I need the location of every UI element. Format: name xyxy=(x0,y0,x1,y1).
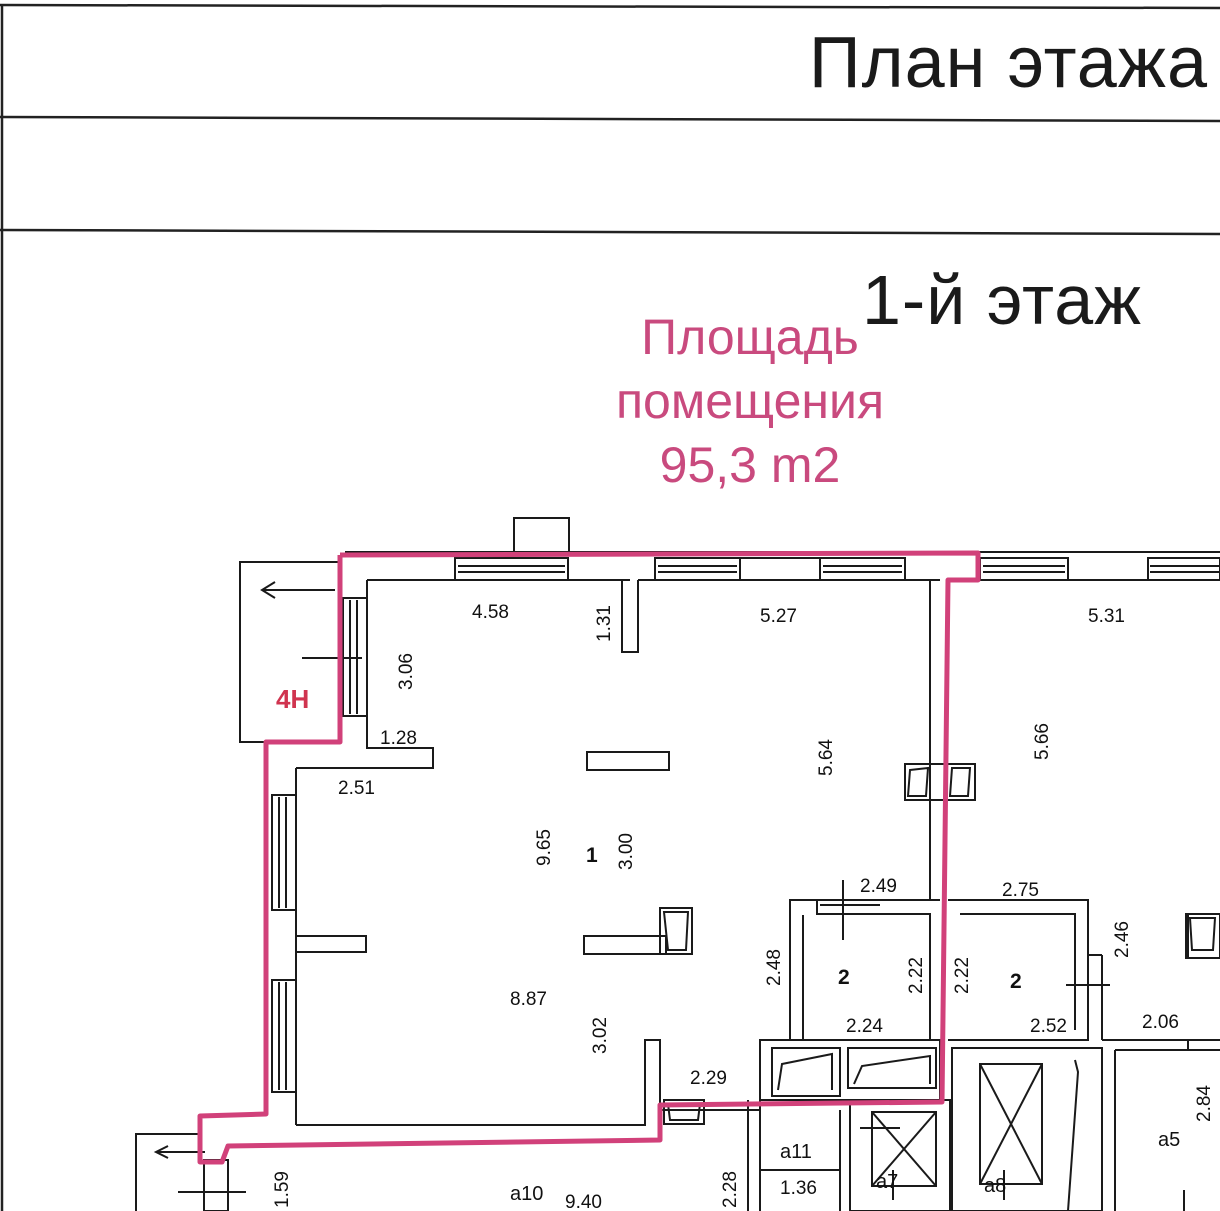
area-annotation: Площадь помещения 95,3 m2 xyxy=(560,305,940,497)
title-band: План этажа xyxy=(0,0,1220,120)
dim-label: 1.36 xyxy=(780,1178,817,1199)
room-a8: а8 xyxy=(984,1175,1006,1197)
dim-label: 1.28 xyxy=(380,728,417,749)
dim-label: 2.75 xyxy=(1002,880,1039,901)
area-line-2: помещения xyxy=(615,373,885,429)
dim-label: 2.48 xyxy=(764,949,785,986)
floor-band: 1-й этаж xyxy=(0,120,1220,339)
dim-label: 9.65 xyxy=(534,829,555,866)
walls xyxy=(135,517,1220,1211)
room-number-2a: 2 xyxy=(838,966,850,989)
dim-label: 1.31 xyxy=(594,605,615,642)
dim-label: 2.84 xyxy=(1194,1085,1215,1122)
unit-boundary xyxy=(197,550,981,1165)
area-line-1: Площадь xyxy=(641,309,859,365)
dim-label: 3.00 xyxy=(616,833,637,870)
room-a10: а10 xyxy=(510,1183,543,1205)
dim-label: 5.64 xyxy=(816,739,837,776)
dim-label: 9.40 xyxy=(565,1192,602,1211)
dim-label: 2.29 xyxy=(690,1068,727,1089)
dimensions-vertical: 1.31 3.06 5.64 5.66 9.65 3.00 2.46 2.48 … xyxy=(272,605,1215,1208)
dim-label: 2.24 xyxy=(846,1016,883,1037)
dim-label: 2.49 xyxy=(860,876,897,897)
room-numbers: 1 2 2 xyxy=(586,844,1022,993)
dim-label: 8.87 xyxy=(510,989,547,1010)
dim-label: 5.66 xyxy=(1032,723,1053,760)
room-a5: а5 xyxy=(1158,1129,1180,1151)
unit-label: 4Н xyxy=(276,684,309,714)
dim-label: 1.59 xyxy=(272,1171,293,1208)
room-a7: а7 xyxy=(876,1171,898,1193)
aux-rooms: а5 а7 а8 а10 а11 xyxy=(510,1129,1180,1205)
dim-label: 2.28 xyxy=(720,1171,741,1208)
area-value: 95,3 m2 xyxy=(659,437,841,493)
dim-label: 3.06 xyxy=(396,653,417,690)
dim-label: 2.22 xyxy=(952,957,973,994)
floor-label: 1-й этаж xyxy=(861,261,1142,339)
room-a11: а11 xyxy=(780,1141,812,1163)
dimensions-horizontal: 4.58 5.27 5.31 1.28 2.51 2.49 2.75 8.87 … xyxy=(338,602,1179,1211)
dim-label: 2.06 xyxy=(1142,1012,1179,1033)
dim-label: 2.52 xyxy=(1030,1016,1067,1037)
dim-label: 4.58 xyxy=(472,602,509,623)
room-number-2b: 2 xyxy=(1010,970,1022,993)
dim-label: 5.27 xyxy=(760,606,797,627)
dim-label: 2.46 xyxy=(1112,921,1133,958)
dim-label: 2.22 xyxy=(906,957,927,994)
room-number-1: 1 xyxy=(586,844,598,867)
dim-label: 2.51 xyxy=(338,778,375,799)
dim-label: 5.31 xyxy=(1088,606,1125,627)
dim-label: 3.02 xyxy=(590,1017,611,1054)
page-title: План этажа xyxy=(808,23,1208,103)
